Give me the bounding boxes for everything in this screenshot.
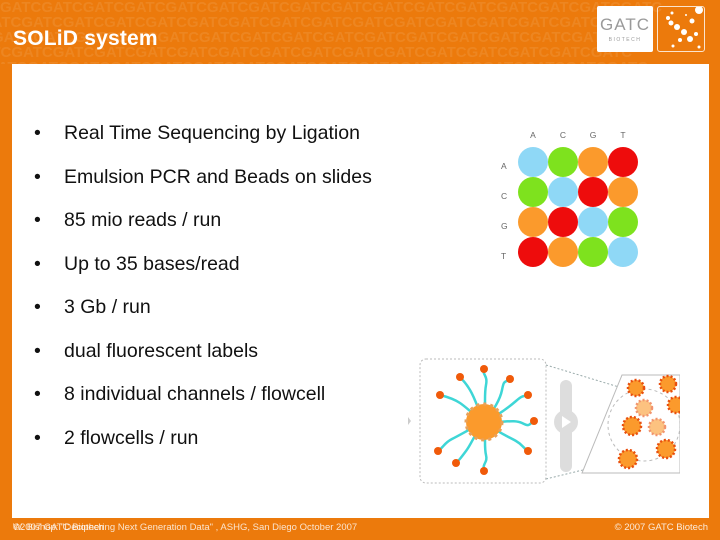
bullet-text: dual fluorescent labels <box>64 339 259 362</box>
matrix-cell-CA <box>518 177 548 207</box>
matrix-cell-AC <box>548 147 578 177</box>
matrix-cell-AA <box>518 147 548 177</box>
matrix-cell-CG <box>578 177 608 207</box>
bullet-text: Emulsion PCR and Beads on slides <box>64 165 372 188</box>
slide-title: SOLiD system <box>13 27 158 50</box>
bullet-text: 3 Gb / run <box>64 296 151 318</box>
matrix-col-label: C <box>559 130 567 140</box>
bullet-item: • Real Time Sequencing by Ligation <box>34 120 372 164</box>
matrix-cell-GA <box>518 207 548 237</box>
matrix-col-label: T <box>620 130 626 140</box>
matrix-col-label: G <box>589 130 597 140</box>
bullet-item: • dual fluorescent labels <box>34 338 372 382</box>
pattern-line: GATCGATCGATCGATCGATCGATCGATCGATCGATCGATC… <box>0 29 655 46</box>
matrix-row-label: A <box>501 161 507 171</box>
matrix-cell-CT <box>608 177 638 207</box>
bullet-text: 85 mio reads / run <box>64 209 222 231</box>
matrix-row-label: T <box>501 251 507 261</box>
pattern-line: GATCGATCGATCGATCGATCGATCGATCGATCGATCGATC… <box>0 60 720 64</box>
logo-text: GATC <box>600 15 650 34</box>
matrix-cell-TT <box>608 237 638 267</box>
bullet-text: Real Time Sequencing by Ligation <box>64 122 360 144</box>
matrix-cell-AT <box>608 147 638 177</box>
bullet-icon: • <box>34 383 41 405</box>
bullet-item: • 8 individual channels / flowcell <box>34 381 372 425</box>
matrix-cell-GC <box>548 207 578 237</box>
bullet-text: 8 individual channels / flowcell <box>64 383 326 405</box>
header-background-pattern: GATCGATCGATCGATCGATCGATCGATCGATCGATCGATC… <box>0 0 720 64</box>
feature-bullet-list: • Real Time Sequencing by Ligation • Emuls… <box>34 120 372 468</box>
matrix-cell-AG <box>578 147 608 177</box>
bullet-icon: • <box>34 165 41 188</box>
pattern-line: GATCGATCGATCGATCGATCGATCGATCGATCGATCGATC… <box>0 44 633 61</box>
matrix-row-label: C <box>501 191 508 201</box>
bullet-item: • 3 Gb / run <box>34 294 372 338</box>
gatc-logo: GATC BIOTECH <box>597 6 653 52</box>
matrix-cell-TC <box>548 237 578 267</box>
bullet-text: Up to 35 bases/read <box>64 252 240 275</box>
bullet-text: 2 flowcells / run <box>64 426 199 449</box>
bullet-icon: • <box>34 209 41 231</box>
bullet-icon: • <box>34 426 41 449</box>
bullet-item: • Up to 35 bases/read <box>34 251 372 295</box>
pattern-line: GATCGATCGATCGATCGATCGATCGATCGATCGATCGATC… <box>0 14 643 31</box>
matrix-cell-TG <box>578 237 608 267</box>
logo-dots-icon <box>657 6 705 52</box>
bullet-icon: • <box>34 339 41 362</box>
pattern-line: GATCGATCGATCGATCGATCGATCGATCGATCGATCGATC… <box>0 0 663 16</box>
bullet-item: • 2 flowcells / run <box>34 425 372 469</box>
logo-subtext: BIOTECH <box>608 37 642 43</box>
matrix-row-label: G <box>501 221 508 231</box>
bead-illustration <box>408 358 680 484</box>
bullet-icon: • <box>34 296 41 318</box>
matrix-cell-CC <box>548 177 578 207</box>
footer-citation-text: W. Bishop: "Deciphering Next Generation … <box>13 522 358 533</box>
matrix-cell-GG <box>578 207 608 237</box>
bullet-item: • 85 mio reads / run <box>34 207 372 251</box>
matrix-cell-GT <box>608 207 638 237</box>
slide-content-area <box>12 64 709 518</box>
bullet-icon: • <box>34 122 41 144</box>
footer-copyright-overlay: ©2007 GATC Biotech <box>13 522 104 533</box>
bullet-icon: • <box>34 252 41 275</box>
bullet-item: • Emulsion PCR and Beads on slides <box>34 164 372 208</box>
footer-copyright: © 2007 GATC Biotech <box>614 522 708 533</box>
matrix-cell-TA <box>518 237 548 267</box>
matrix-col-label: A <box>530 130 536 140</box>
